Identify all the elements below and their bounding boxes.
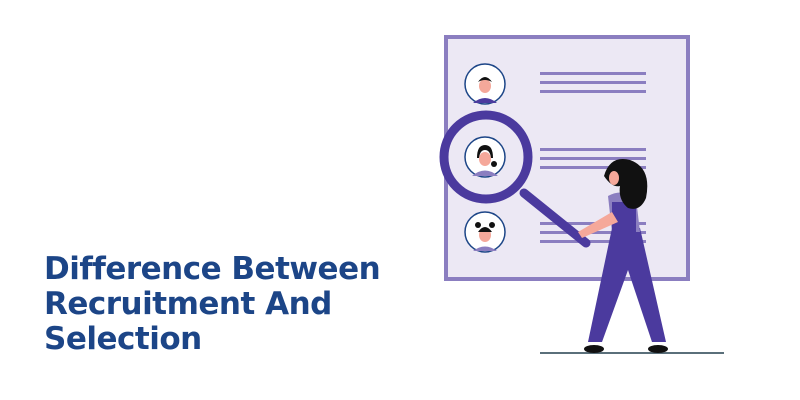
title-line-1: Difference Between <box>44 251 381 287</box>
text-lines-1 <box>540 72 646 93</box>
title-line-2: Recruitment And <box>44 286 332 322</box>
magnifying-glass-icon <box>439 110 591 248</box>
page-title: Difference Between Recruitment And Selec… <box>44 251 381 357</box>
title-line-3: Selection <box>44 321 202 357</box>
woman-figure <box>540 159 724 354</box>
avatar-icon <box>464 63 506 105</box>
avatar-icon <box>464 136 506 178</box>
text-lines-2 <box>540 148 646 169</box>
avatar-icon <box>464 211 506 253</box>
